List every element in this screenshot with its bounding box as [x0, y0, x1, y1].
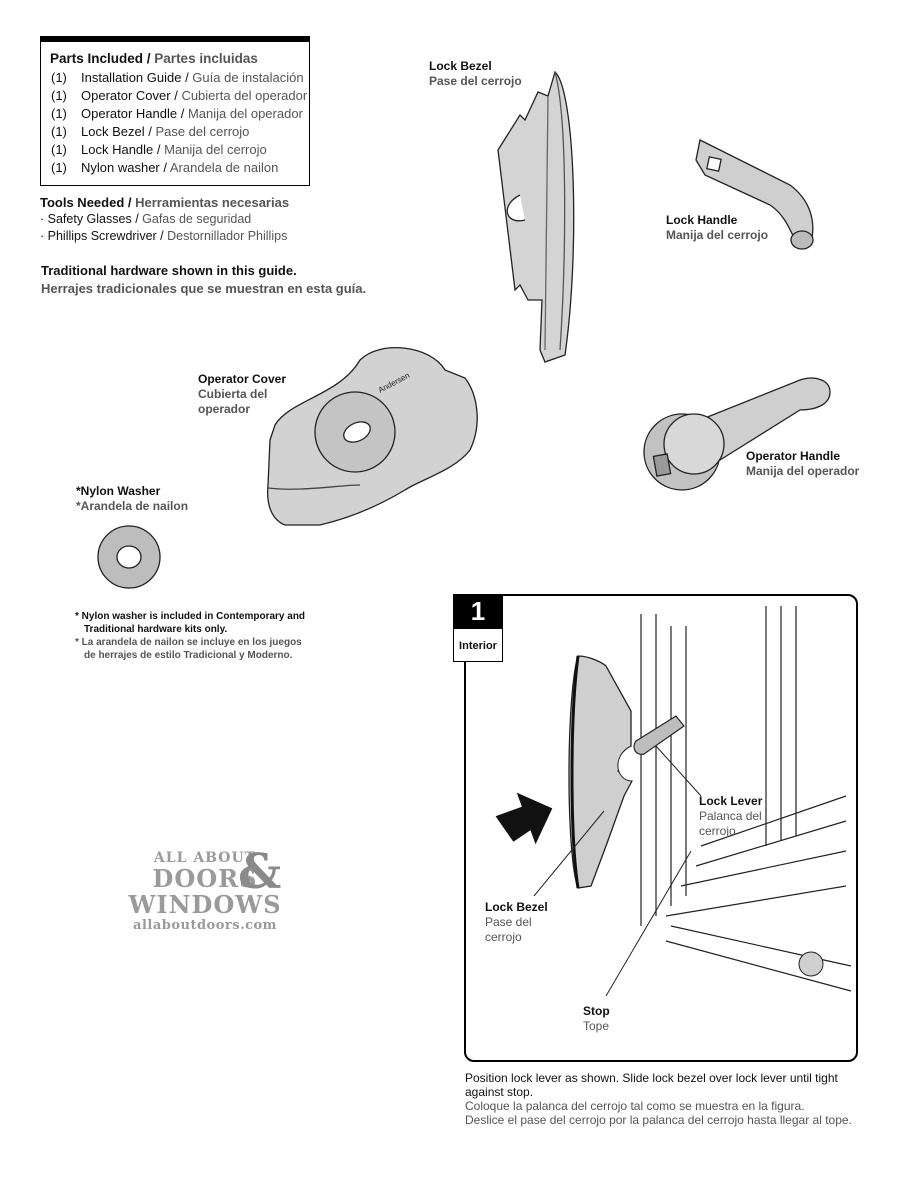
part-row: (1)Lock Handle / Manija del cerrojo: [51, 142, 267, 157]
label-en: Lock Lever: [699, 794, 763, 808]
watermark: ALL ABOUT DOORS WINDOWS allaboutdoors.co…: [120, 844, 290, 933]
part-en: Lock Bezel: [81, 124, 145, 139]
traditional-note-en: Traditional hardware shown in this guide…: [41, 263, 297, 278]
step-instructions: Position lock lever as shown. Slide lock…: [465, 1071, 865, 1127]
label-en: Operator Handle: [746, 449, 841, 463]
part-qty: (1): [51, 124, 67, 139]
watermark-line: ALL ABOUT: [153, 850, 257, 866]
part-qty: (1): [51, 88, 67, 103]
watermark-line: DOORS: [152, 864, 258, 893]
instruction-en: against stop.: [465, 1085, 534, 1099]
step-number: 1: [453, 594, 503, 628]
part-es: Pase del cerrojo: [155, 124, 250, 139]
label-es: Pase del: [485, 915, 532, 929]
tools-title-es: Herramientas necesarias: [135, 195, 290, 210]
label-nylon-washer: *Nylon Washer*Arandela de nailon: [76, 484, 188, 514]
part-es: Manija del cerrojo: [164, 142, 267, 157]
part-es: Manija del operador: [187, 106, 303, 121]
tool-en: Phillips Screwdriver: [47, 229, 157, 243]
step-illustration: [495, 606, 852, 997]
part-es: Arandela de nailon: [169, 160, 279, 175]
part-en: Nylon washer: [81, 160, 160, 175]
label-es: Tope: [583, 1019, 610, 1033]
label-es: cerrojo: [699, 824, 736, 838]
label-es: Manija del cerrojo: [666, 228, 769, 242]
label-es: Cubierta del: [198, 387, 268, 401]
label-en: Lock Handle: [666, 213, 738, 227]
footnote-en: * Nylon washer is included in Contempora…: [75, 611, 306, 622]
lock-bezel-drawing: [497, 70, 575, 363]
tool-item: · Phillips Screwdriver / Destornillador …: [40, 229, 288, 243]
part-en: Installation Guide: [81, 70, 182, 85]
footnote-es: de herrajes de estilo Tradicional y Mode…: [84, 650, 293, 661]
operator-cover-drawing: Andersen: [266, 347, 478, 526]
operator-handle-drawing: [643, 377, 831, 491]
label-es: cerrojo: [485, 930, 522, 944]
tool-en: Safety Glasses: [47, 212, 132, 226]
label-es: operador: [198, 402, 251, 416]
part-qty: (1): [51, 106, 67, 121]
part-qty: (1): [51, 160, 67, 175]
footnote-en: Traditional hardware kits only.: [84, 624, 228, 635]
traditional-note-es: Herrajes tradicionales que se muestran e…: [41, 281, 367, 296]
part-es: Guía de instalación: [192, 70, 304, 85]
instruction-es: Deslice el pase del cerrojo por la palan…: [465, 1113, 852, 1127]
label-en: Lock Bezel: [485, 900, 548, 914]
tool-item: · Safety Glasses / Gafas de seguridad: [40, 212, 252, 226]
label-en: Stop: [583, 1004, 610, 1018]
label-es: Palanca del: [699, 809, 762, 823]
label-en: *Nylon Washer: [76, 484, 161, 498]
part-en: Lock Handle: [81, 142, 154, 157]
tools-title: Tools Needed / Herramientas necesarias: [40, 195, 290, 210]
part-row: (1)Operator Handle / Manija del operador: [51, 106, 303, 121]
label-es: Pase del cerrojo: [429, 74, 522, 88]
part-es: Cubierta del operador: [181, 88, 308, 103]
label-es: *Arandela de nailon: [76, 499, 189, 513]
nylon-washer-drawing: [97, 525, 161, 589]
watermark-ampersand: &: [238, 844, 282, 900]
parts-title-en: Parts Included: [50, 51, 144, 66]
label-en: Lock Bezel: [429, 59, 492, 73]
parts-title: Parts Included / Partes incluidas: [50, 51, 258, 66]
step-box: [464, 594, 858, 1062]
tool-es: Destornillador Phillips: [167, 229, 288, 243]
watermark-line: WINDOWS: [128, 890, 282, 919]
label-es: Manija del operador: [746, 464, 860, 478]
part-row: (1)Operator Cover / Cubierta del operado…: [51, 88, 308, 103]
part-en: Operator Cover: [81, 88, 171, 103]
part-row: (1)Installation Guide / Guía de instalac…: [51, 70, 304, 85]
instruction-en: Position lock lever as shown. Slide lock…: [465, 1071, 838, 1085]
part-row: (1)Lock Bezel / Pase del cerrojo: [51, 124, 250, 139]
tool-es: Gafas de seguridad: [142, 212, 252, 226]
lock-handle-drawing: [695, 139, 814, 250]
part-qty: (1): [51, 142, 67, 157]
part-qty: (1): [51, 70, 67, 85]
label-en: Operator Cover: [198, 372, 287, 386]
watermark-url: allaboutdoors.com: [133, 918, 277, 933]
parts-title-es: Partes incluidas: [154, 51, 258, 66]
instruction-es: Coloque la palanca del cerrojo tal como …: [465, 1099, 805, 1113]
footnote: * Nylon washer is included in Contempora…: [75, 610, 305, 662]
parts-box: [40, 36, 310, 186]
footnote-es: * La arandela de nailon se incluye en lo…: [75, 637, 302, 648]
tools-title-en: Tools Needed: [40, 195, 125, 210]
part-en: Operator Handle: [81, 106, 178, 121]
step-tag-interior: Interior: [453, 628, 503, 662]
part-row: (1)Nylon washer / Arandela de nailon: [51, 160, 279, 175]
parts-title-sep: /: [143, 51, 155, 66]
